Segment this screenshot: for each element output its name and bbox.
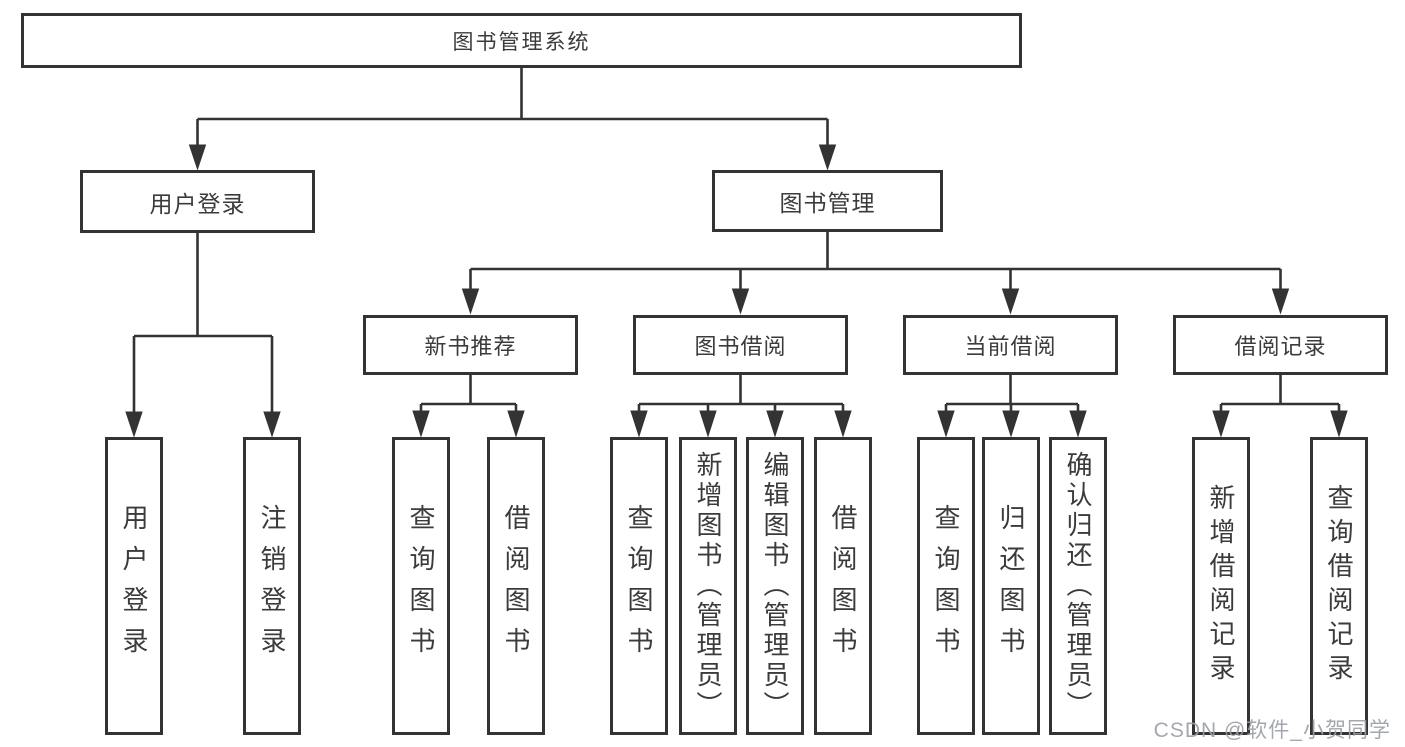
- leaf-return-books-label: 归还图书: [996, 504, 1026, 668]
- leaf-edit-books-admin: 编辑图书（管理员）: [746, 437, 804, 735]
- leaf-query-books-recommend-label: 查询图书: [406, 504, 436, 668]
- leaf-confirm-return-admin: 确认归还（管理员）: [1049, 437, 1107, 735]
- leaf-borrow-books-borrowing: 借阅图书: [814, 437, 872, 735]
- leaf-query-books-current: 查询图书: [917, 437, 975, 735]
- connector-new-book-recommendation-to-leaves: [412, 375, 525, 438]
- leaf-add-books-admin: 新增图书（管理员）: [679, 437, 737, 735]
- leaf-add-books-admin-label: 新增图书（管理员）: [693, 451, 723, 721]
- connector-book-borrowing-to-leaves: [630, 375, 852, 438]
- node-book-management: 图书管理: [712, 170, 943, 232]
- connector-root-to-level2: [188, 68, 837, 171]
- node-new-book-recommendation-label: 新书推荐: [424, 334, 517, 359]
- leaf-confirm-return-admin-label: 确认归还（管理员）: [1063, 451, 1093, 721]
- connector-user-login-to-leaves: [125, 233, 281, 438]
- leaf-query-books-borrowing-label: 查询图书: [624, 504, 654, 668]
- node-current-borrowing: 当前借阅: [903, 315, 1118, 375]
- leaf-user-login: 用户登录: [105, 437, 163, 735]
- leaf-user-login-label: 用户登录: [119, 504, 149, 668]
- node-borrowing-records-label: 借阅记录: [1234, 334, 1327, 359]
- node-book-borrowing-label: 图书借阅: [694, 334, 787, 359]
- leaf-edit-books-admin-label: 编辑图书（管理员）: [760, 451, 790, 721]
- leaf-add-borrow-record: 新增借阅记录: [1192, 437, 1250, 735]
- leaf-query-borrow-record-label: 查询借阅记录: [1324, 484, 1354, 688]
- csdn-watermark: CSDN @软件_小贺同学: [1153, 719, 1391, 742]
- leaf-query-books-borrowing: 查询图书: [610, 437, 668, 735]
- leaf-borrow-books-borrowing-label: 借阅图书: [828, 504, 858, 668]
- leaf-add-borrow-record-label: 新增借阅记录: [1206, 484, 1236, 688]
- leaf-query-books-recommend: 查询图书: [392, 437, 450, 735]
- leaf-logout-label: 注销登录: [257, 504, 287, 668]
- connector-book-management-to-sections: [461, 232, 1290, 315]
- node-root: 图书管理系统: [21, 13, 1022, 68]
- node-root-label: 图书管理系统: [452, 30, 591, 54]
- node-user-login-label: 用户登录: [149, 190, 246, 217]
- leaf-query-books-current-label: 查询图书: [931, 504, 961, 668]
- connector-borrowing-records-to-leaves: [1212, 375, 1348, 438]
- node-borrowing-records: 借阅记录: [1173, 315, 1388, 375]
- leaf-return-books: 归还图书: [982, 437, 1040, 735]
- node-new-book-recommendation: 新书推荐: [363, 315, 578, 375]
- node-book-borrowing: 图书借阅: [633, 315, 848, 375]
- leaf-borrow-books-recommend-label: 借阅图书: [501, 504, 531, 668]
- node-book-management-label: 图书管理: [779, 190, 876, 216]
- node-current-borrowing-label: 当前借阅: [964, 334, 1057, 359]
- node-user-login: 用户登录: [80, 170, 315, 233]
- leaf-logout: 注销登录: [243, 437, 301, 735]
- leaf-query-borrow-record: 查询借阅记录: [1310, 437, 1368, 735]
- connector-current-borrowing-to-leaves: [937, 375, 1087, 438]
- leaf-borrow-books-recommend: 借阅图书: [487, 437, 545, 735]
